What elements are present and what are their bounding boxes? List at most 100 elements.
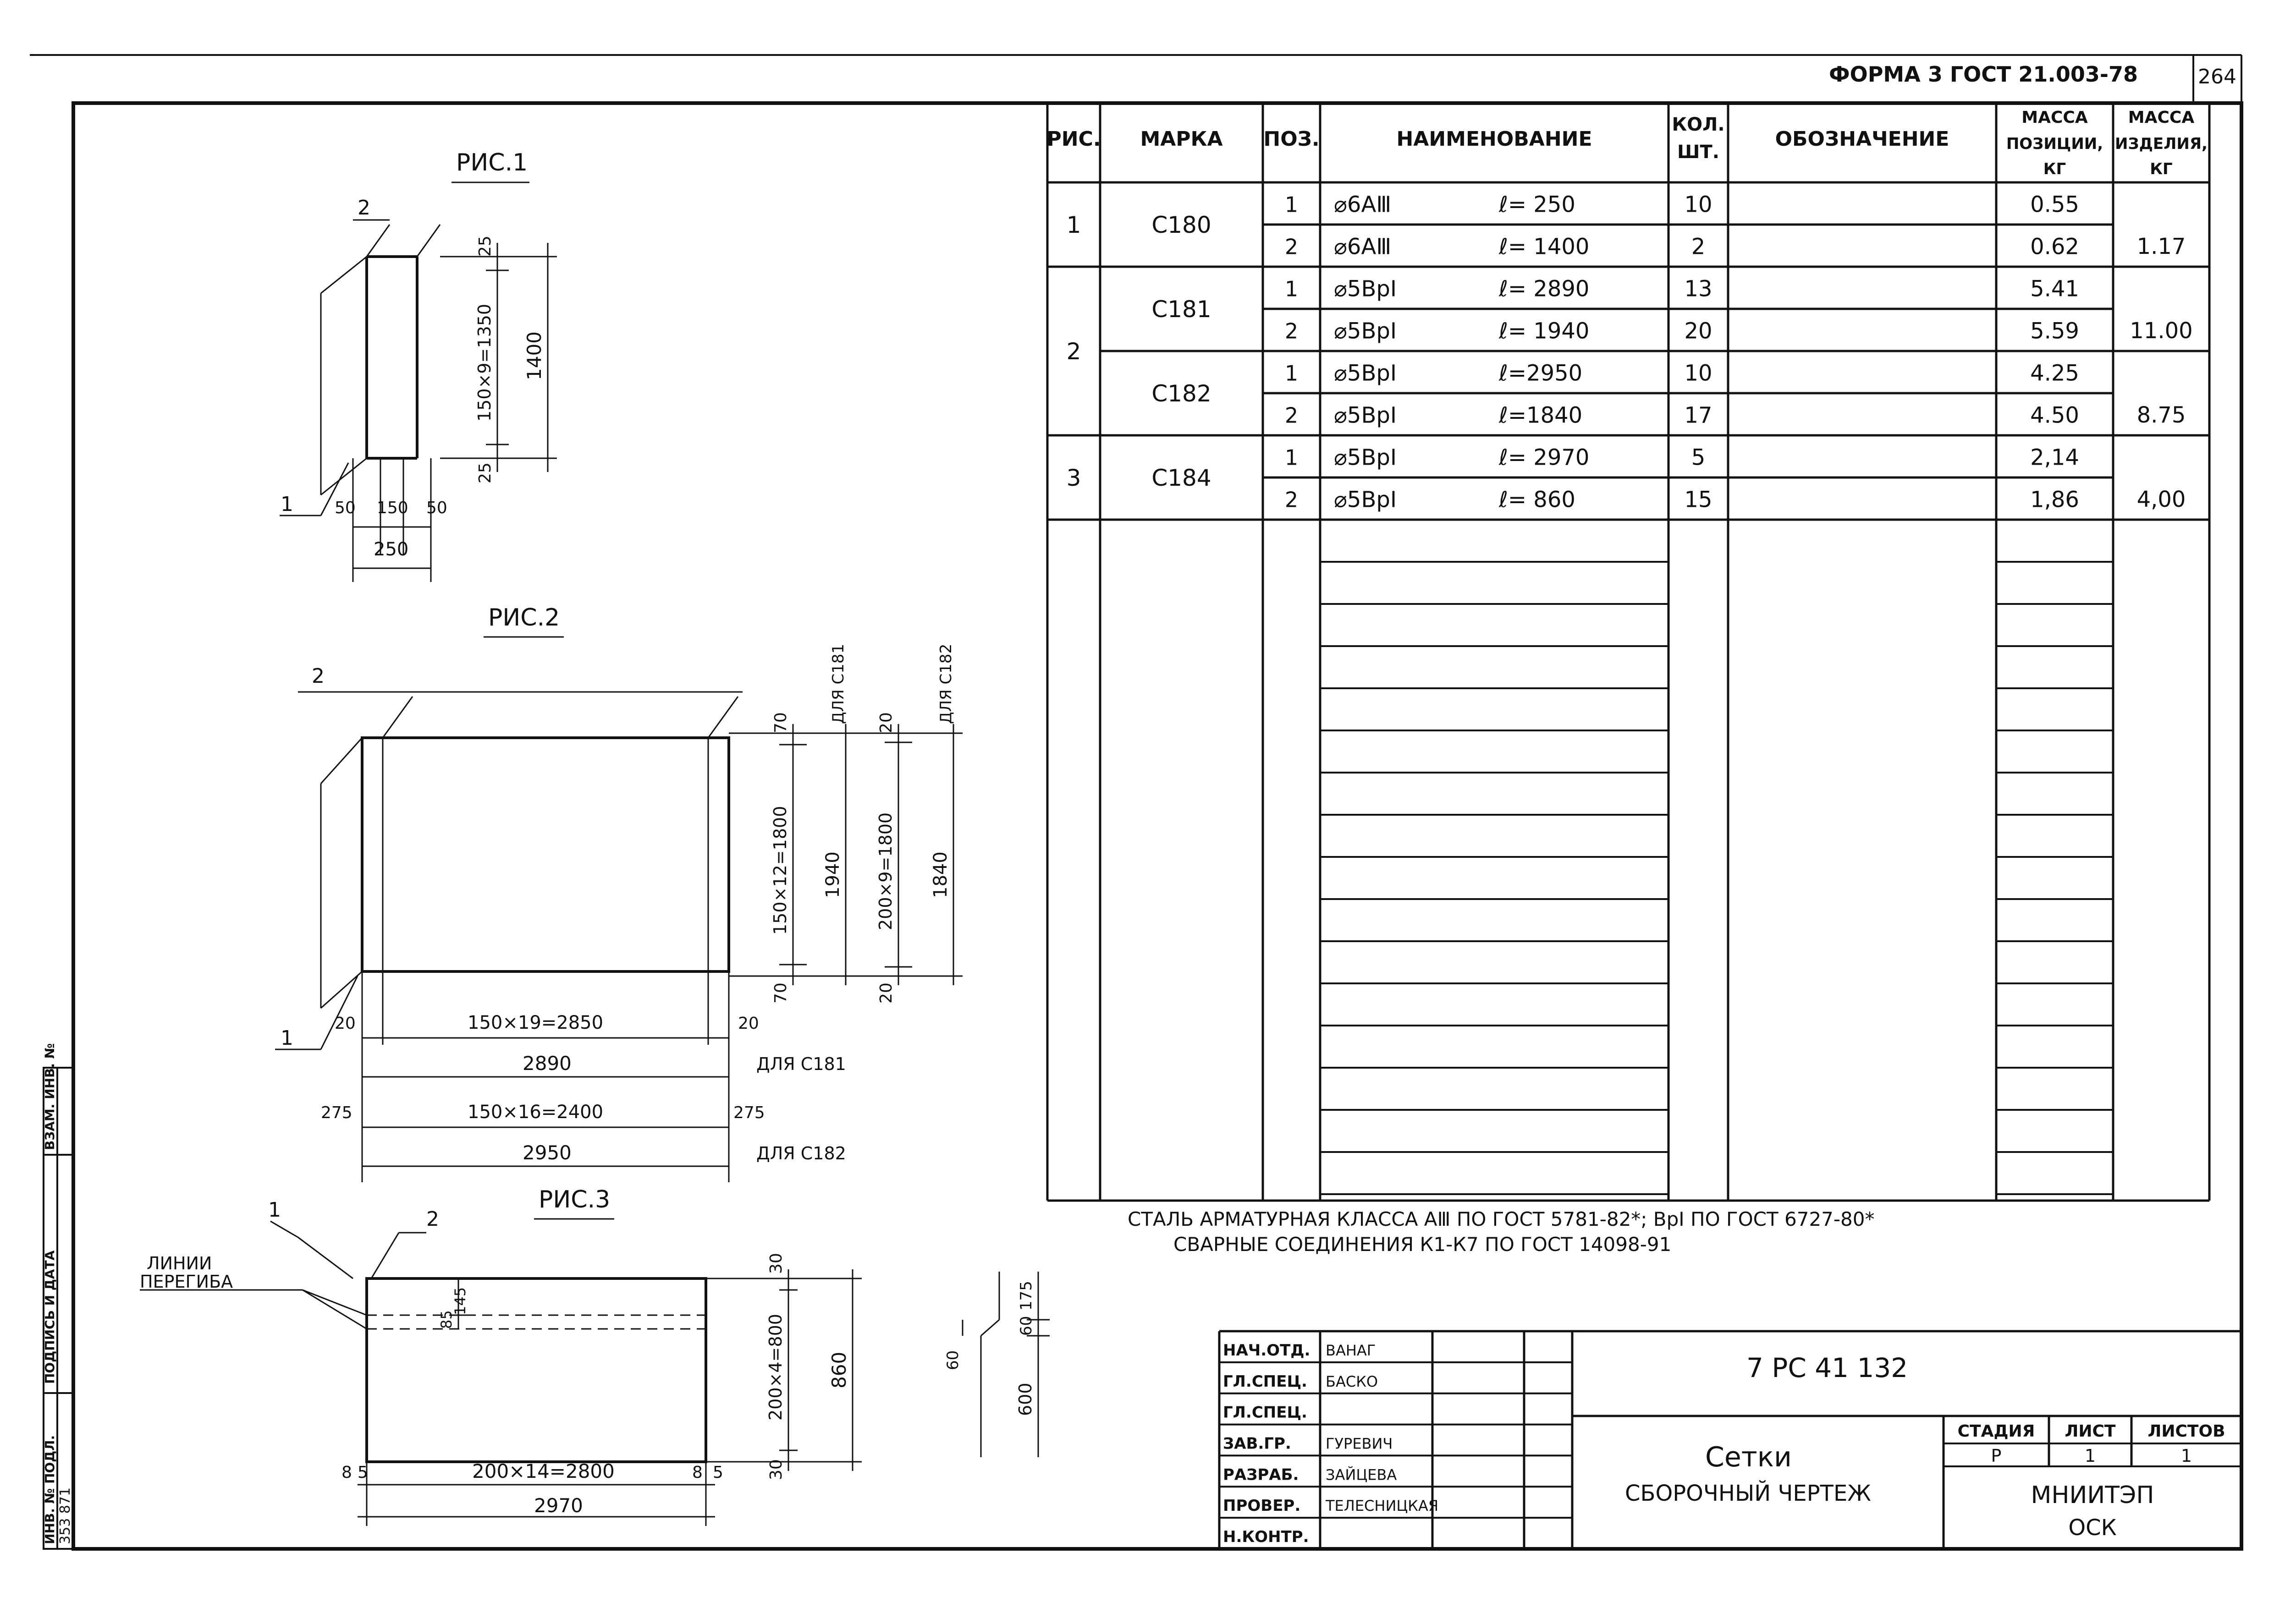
- fig2-dim-span-c181: 150×19=2850: [468, 1012, 603, 1033]
- cell-qty: 2: [1691, 234, 1706, 259]
- fig2-dim-bot-20: 20: [877, 982, 896, 1004]
- side-stamp: [43, 1067, 74, 1550]
- cell-length: ℓ=2950: [1498, 360, 1582, 386]
- fig3-bend-label-1: ЛИНИИ: [147, 1253, 212, 1273]
- tb-title-2: СБОРОЧНЫЙ ЧЕРТЕЖ: [1625, 1480, 1871, 1506]
- fig3-dim-right-5: 5: [713, 1463, 723, 1482]
- note-line-2: СВАРНЫЕ СОЕДИНЕНИЯ К1-К7 ПО ГОСТ 14098-9…: [1173, 1233, 1671, 1256]
- fig3-dim-bend-85: 85: [438, 1310, 455, 1329]
- header-name: НАИМЕНОВАНИЕ: [1396, 127, 1592, 151]
- cell-mark: С182: [1151, 380, 1211, 407]
- tb-name: ГУРЕВИЧ: [1326, 1435, 1393, 1453]
- tb-sheet-label: ЛИСТ: [2065, 1422, 2115, 1441]
- fig3-dim-span: 200×14=2800: [472, 1460, 615, 1482]
- cell-pos: 1: [1285, 445, 1298, 470]
- tb-org-1: МНИИТЭП: [2031, 1481, 2154, 1509]
- tb-document-code: 7 РС 41 132: [1746, 1352, 1908, 1383]
- cell-name: ⌀5ВрⅠ: [1334, 402, 1397, 428]
- cell-mass-item: 4,00: [2137, 487, 2186, 512]
- cell-pos: 1: [1285, 192, 1298, 217]
- figure-1: РИС.1: [280, 149, 557, 582]
- side-stamp-inv-no: ИНВ. № ПОДЛ.: [42, 1435, 57, 1544]
- fig1-dim-spacing: 150×9=1350: [474, 304, 495, 422]
- fig2-dim-left-20: 20: [335, 1014, 356, 1033]
- tb-name: БАСКО: [1326, 1373, 1378, 1390]
- tb-title-1: Сетки: [1705, 1441, 1792, 1473]
- cell-mark: С180: [1151, 212, 1211, 238]
- fig2-dim-for-c182: ДЛЯ С182: [756, 1143, 846, 1163]
- cell-name: ⌀5ВрⅠ: [1334, 444, 1397, 470]
- tb-role: НАЧ.ОТД.: [1223, 1341, 1310, 1360]
- cell-mass-item: 11.00: [2130, 318, 2192, 344]
- cell-length: ℓ= 2890: [1498, 276, 1589, 302]
- cell-pos: 2: [1285, 318, 1298, 343]
- fig2-mesh-outline: [361, 736, 730, 973]
- cell-mark: С181: [1151, 296, 1211, 323]
- fig3-dim-bend-145: 145: [451, 1287, 469, 1315]
- fig2-dim-spacing-c182: 200×9=1800: [875, 812, 896, 930]
- fig1-dim-height: 1400: [523, 331, 545, 380]
- tb-role: ГЛ.СПЕЦ.: [1223, 1404, 1307, 1422]
- header-mass-pos-1: МАССА: [2021, 108, 2088, 127]
- cell-qty: 17: [1684, 402, 1712, 428]
- fig3-dim-top-30: 30: [767, 1253, 786, 1274]
- fig2-dim-spacing-c181: 150×12=1800: [770, 806, 790, 935]
- tb-role: Н.КОНТР.: [1223, 1528, 1309, 1546]
- tb-org-2: ОСК: [2068, 1515, 2116, 1541]
- cell-mass-pos: 0.62: [2030, 234, 2079, 259]
- tb-sheets: 1: [2181, 1446, 2192, 1466]
- fig2-dim-for-c182-vertical: ДЛЯ С182: [937, 644, 955, 724]
- fig3-mesh-outline: [365, 1277, 707, 1463]
- header-designation: ОБОЗНАЧЕНИЕ: [1775, 127, 1949, 151]
- cell-name: ⌀5ВрⅠ: [1334, 276, 1397, 302]
- fig1-dim-top: 25: [476, 236, 495, 257]
- fig2-dim-width-c182: 2950: [523, 1141, 572, 1164]
- cell-name: ⌀6АⅢ: [1334, 234, 1391, 259]
- header-qty-2: ШТ.: [1677, 142, 1719, 163]
- cell-name: ⌀5ВрⅠ: [1334, 360, 1397, 386]
- header-mass-pos-3: КГ: [2043, 160, 2066, 178]
- cell-mass-pos: 5.59: [2030, 318, 2079, 344]
- fig3-caption: РИС.3: [539, 1186, 610, 1213]
- form-label: ФОРМА 3 ГОСТ 21.003-78: [1829, 62, 2138, 87]
- cell-name: ⌀5ВрⅠ: [1334, 487, 1397, 512]
- cell-qty: 20: [1684, 318, 1712, 344]
- cell-name: ⌀5ВрⅠ: [1334, 318, 1397, 344]
- fig3-dim-side-175: 175: [1017, 1281, 1035, 1311]
- cell-qty: 5: [1691, 444, 1706, 470]
- tb-sheets-label: ЛИСТОВ: [2147, 1422, 2225, 1441]
- header-qty-1: КОЛ.: [1672, 114, 1724, 135]
- fig1-pos-label-2: 2: [358, 196, 370, 219]
- fig1-caption: РИС.1: [456, 149, 528, 176]
- fig3-bend-label-2: ПЕРЕГИБА: [140, 1272, 233, 1292]
- fig1-dim-left: 50: [335, 499, 356, 517]
- fig3-dim-spacing: 200×4=800: [765, 1314, 786, 1421]
- cell-pos: 2: [1285, 403, 1298, 428]
- cell-mark: С184: [1151, 465, 1211, 491]
- fig2-dim-right-275: 275: [733, 1103, 765, 1122]
- tb-name: ЗАЙЦЕВА: [1326, 1466, 1397, 1483]
- cell-mass-item: 1.17: [2137, 234, 2186, 259]
- cell-mass-pos: 4.25: [2030, 360, 2079, 386]
- fig3-dim-width: 2970: [534, 1494, 583, 1517]
- fig1-dim-width: 250: [374, 539, 408, 560]
- title-block: НАЧ.ОТД.ВАНАГГЛ.СПЕЦ.БАСКОГЛ.СПЕЦ.ЗАВ.ГР…: [1218, 1330, 2241, 1549]
- cell-mass-item: 8.75: [2137, 402, 2186, 428]
- fig3-dim-side-60: 60: [944, 1350, 962, 1370]
- page-number: 264: [2198, 65, 2236, 88]
- side-stamp-replace-inv: ВЗАМ. ИНВ. №: [42, 1043, 57, 1150]
- fig3-dim-side-600: 600: [1015, 1383, 1035, 1416]
- figure-3: РИС.3: [140, 1186, 1050, 1526]
- cell-length: ℓ= 1940: [1498, 318, 1589, 344]
- fig2-pos-label-1: 1: [281, 1026, 293, 1050]
- cell-qty: 10: [1684, 360, 1712, 386]
- figure-2: РИС.2: [275, 604, 963, 1182]
- cell-mass-pos: 1,86: [2030, 487, 2079, 512]
- fig2-dim-height-c182: 1840: [930, 851, 951, 898]
- tb-role: РАЗРАБ.: [1223, 1465, 1299, 1484]
- cell-length: ℓ= 1400: [1498, 234, 1589, 259]
- fig2-dim-top-70: 70: [771, 712, 790, 733]
- fig1-dim-bottom: 25: [476, 462, 495, 483]
- fig2-dim-bot-70: 70: [771, 982, 790, 1004]
